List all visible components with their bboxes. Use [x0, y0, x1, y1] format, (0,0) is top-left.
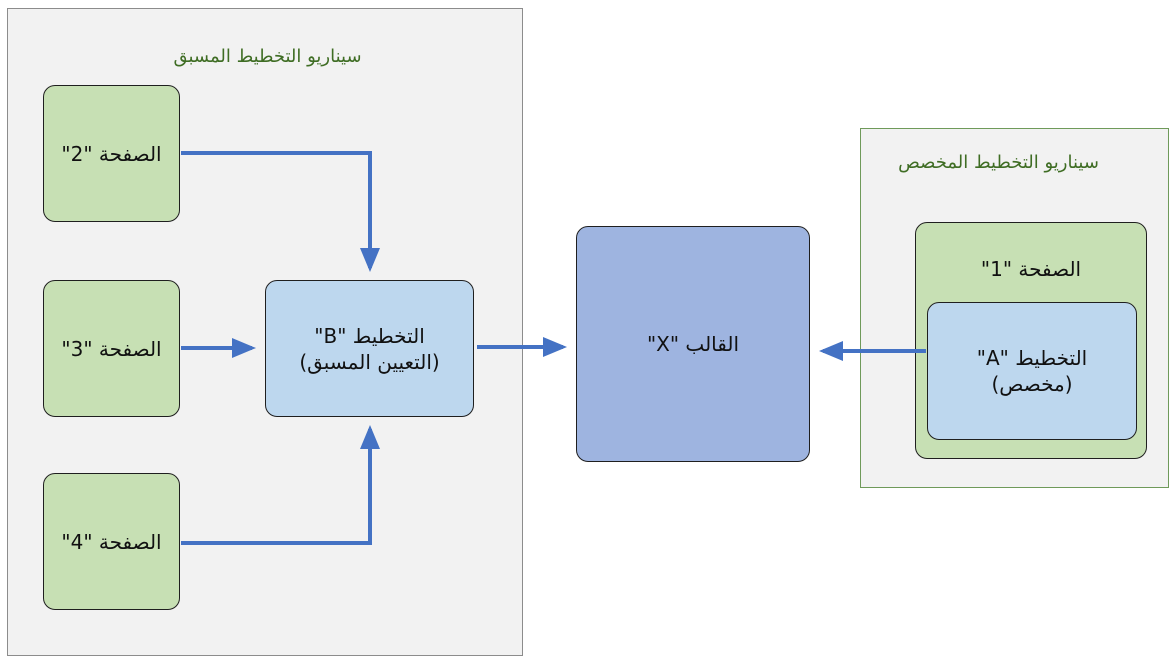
template-x-label: القالب "X" [646, 332, 740, 356]
layout-b-node: التخطيط "B" (التعيين المسبق) [265, 280, 474, 417]
page-2-label: الصفحة "2" [61, 141, 162, 166]
arrow-page4-to-layout-b [181, 425, 380, 545]
layout-b-subtitle: (التعيين المسبق) [299, 349, 440, 374]
custom-scenario-title: سيناريو التخطيط المخصص [898, 152, 1099, 173]
preset-scenario-title: سيناريو التخطيط المسبق [173, 46, 362, 67]
layout-a-node: التخطيط "A" (مخصص) [927, 302, 1137, 440]
page-4-label: الصفحة "4" [61, 529, 162, 554]
page-3-node: الصفحة "3" [43, 280, 180, 417]
layout-a-title: التخطيط "A" [976, 346, 1088, 370]
page-3-label: الصفحة "3" [61, 336, 162, 361]
layout-b-title: التخطيط "B" [314, 323, 425, 348]
template-x-node: القالب "X" [576, 226, 810, 462]
arrow-page2-to-layout-b [181, 151, 380, 272]
layout-a-subtitle: (مخصص) [991, 372, 1073, 396]
page-4-node: الصفحة "4" [43, 473, 180, 610]
page-1-label: الصفحة "1" [980, 257, 1082, 281]
page-2-node: الصفحة "2" [43, 85, 180, 222]
